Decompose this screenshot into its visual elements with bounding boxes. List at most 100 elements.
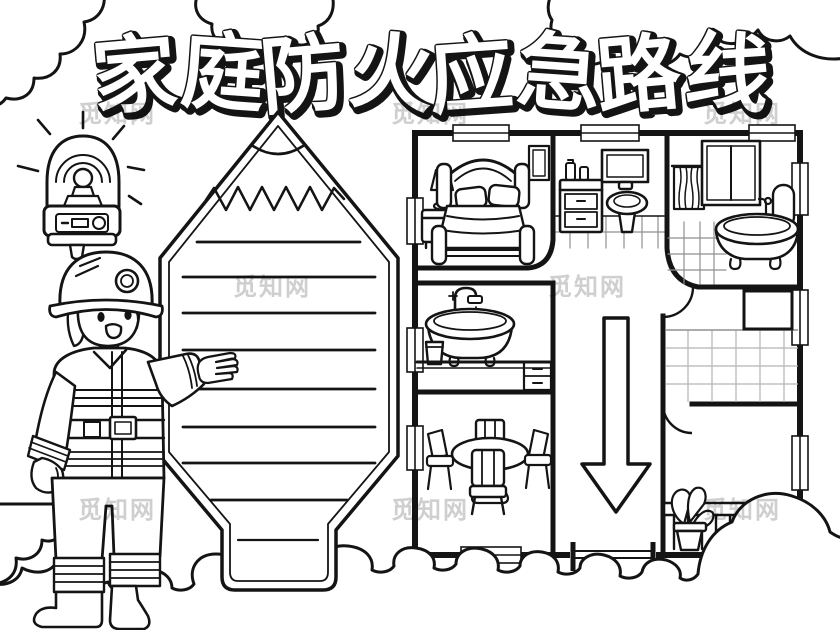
mirror-icon xyxy=(600,148,650,184)
cloud-top-center xyxy=(194,0,335,58)
window xyxy=(406,425,424,471)
raised-arm xyxy=(146,352,206,408)
watermark: 觅知网 xyxy=(548,273,626,301)
title-char: 庭 xyxy=(181,26,271,126)
potted-plant-icon xyxy=(670,486,715,552)
alarm-rays xyxy=(16,110,146,206)
jacket-placket xyxy=(111,351,123,479)
bathroom-walls xyxy=(664,130,803,290)
title-char: 路 xyxy=(596,28,689,129)
alarm-wave-inner xyxy=(63,162,103,183)
boot-left xyxy=(32,590,104,629)
cloud-top-right xyxy=(546,0,840,70)
title-char: 急 xyxy=(514,23,604,123)
window xyxy=(406,327,424,373)
cup-icon xyxy=(424,340,445,366)
tiled-room xyxy=(666,289,798,402)
sleeve-cuff-stripes xyxy=(182,354,198,389)
chair-right xyxy=(523,428,553,490)
firefighter xyxy=(26,250,239,630)
window xyxy=(406,197,424,245)
jacket-hem-stripes xyxy=(51,451,165,467)
window xyxy=(748,124,796,142)
collar xyxy=(92,348,128,370)
watermark: 觅知网 xyxy=(391,100,469,128)
alarm-wave-outer xyxy=(55,154,111,183)
title-char: 防 xyxy=(257,25,349,126)
title-char: 防 xyxy=(260,28,352,129)
counter-drawers xyxy=(415,360,553,392)
watermark: 觅知网 xyxy=(703,496,781,524)
alarm-panel-knob xyxy=(92,216,106,230)
watermark: 觅知网 xyxy=(391,496,469,524)
title-char: 家 xyxy=(89,25,181,126)
mouth xyxy=(104,323,123,340)
pillow xyxy=(487,183,521,209)
window xyxy=(791,162,809,216)
belt-buckle-inner xyxy=(114,421,132,435)
square-table-icon xyxy=(742,289,794,331)
cloud-border-top xyxy=(0,0,840,106)
bathtub-icon xyxy=(714,212,800,271)
blanket xyxy=(435,204,531,250)
left-room-walls xyxy=(412,280,556,555)
boot-right xyxy=(108,584,151,630)
window-panes-icon xyxy=(700,139,762,207)
boot-cuff-right-stripes xyxy=(109,561,161,579)
boot-cuff-left-stripes xyxy=(53,565,105,583)
title-char: 急 xyxy=(517,26,607,126)
alarm-bulb-neck xyxy=(70,185,96,198)
eye-left xyxy=(97,312,105,322)
tile-grid xyxy=(667,221,727,285)
dining-room xyxy=(425,418,553,516)
wall-picture-window xyxy=(527,144,551,182)
bed-icon xyxy=(430,158,536,266)
wall-windows xyxy=(406,124,809,564)
gesturing-hand xyxy=(196,351,239,385)
pencil-wood-zigzag xyxy=(204,185,346,212)
bathroom-tub-room xyxy=(667,139,800,285)
escape-route-down-arrow xyxy=(580,316,652,514)
door-arc-bedroom xyxy=(527,242,555,270)
pencil-graphite-tip xyxy=(251,144,305,156)
alarm-panel xyxy=(55,213,109,233)
cabinet-icon xyxy=(558,178,604,234)
bedroom xyxy=(420,144,551,266)
title-char: 线 xyxy=(685,26,777,127)
helmet-brim xyxy=(48,298,164,319)
page-title: 家 庭 防 火 应 急 路 线 家 庭 防 火 应 急 路 线 xyxy=(87,21,781,133)
floor-grid xyxy=(666,330,798,402)
watermark: 觅知网 xyxy=(703,100,781,128)
helmet-stripes xyxy=(74,256,102,278)
fire-alarm-icon xyxy=(16,110,146,261)
floor-plan xyxy=(406,124,809,571)
chair-bottom xyxy=(468,448,508,516)
door-arcs xyxy=(527,242,695,435)
title-char: 家 xyxy=(92,28,184,129)
window xyxy=(452,124,510,142)
watermark: 觅知网 xyxy=(78,496,156,524)
pedestal-sink-icon xyxy=(605,180,649,234)
cloud-top-left xyxy=(0,0,106,106)
watermark-layer: 觅知网 觅知网 觅知网 觅知网 觅知网 觅知网 觅知网 觅知网 xyxy=(78,100,781,524)
alarm-panel-slot xyxy=(71,218,89,228)
title-char: 应 xyxy=(429,28,519,128)
tub-faucet-icon xyxy=(757,196,773,217)
pencil-writing-panel xyxy=(158,110,400,592)
washroom-basin-room xyxy=(415,286,553,392)
bathroom-sink-room xyxy=(555,148,665,249)
title-char: 火 xyxy=(346,23,438,124)
title-outline-shadow: 家 庭 防 火 应 急 路 线 xyxy=(88,22,781,133)
left-cuff-stripes xyxy=(28,441,69,463)
window xyxy=(791,435,809,491)
alarm-base-lip xyxy=(46,232,118,247)
title-char: 火 xyxy=(349,26,441,127)
belt-buckle xyxy=(108,415,138,441)
belt-keeper xyxy=(83,421,101,438)
title-char: 线 xyxy=(682,23,774,124)
helmet-badge-inner xyxy=(120,274,134,288)
alarm-bulb xyxy=(72,167,94,189)
title-front: 家 庭 防 火 应 急 路 线 xyxy=(87,21,775,127)
title-char: 庭 xyxy=(178,23,268,123)
